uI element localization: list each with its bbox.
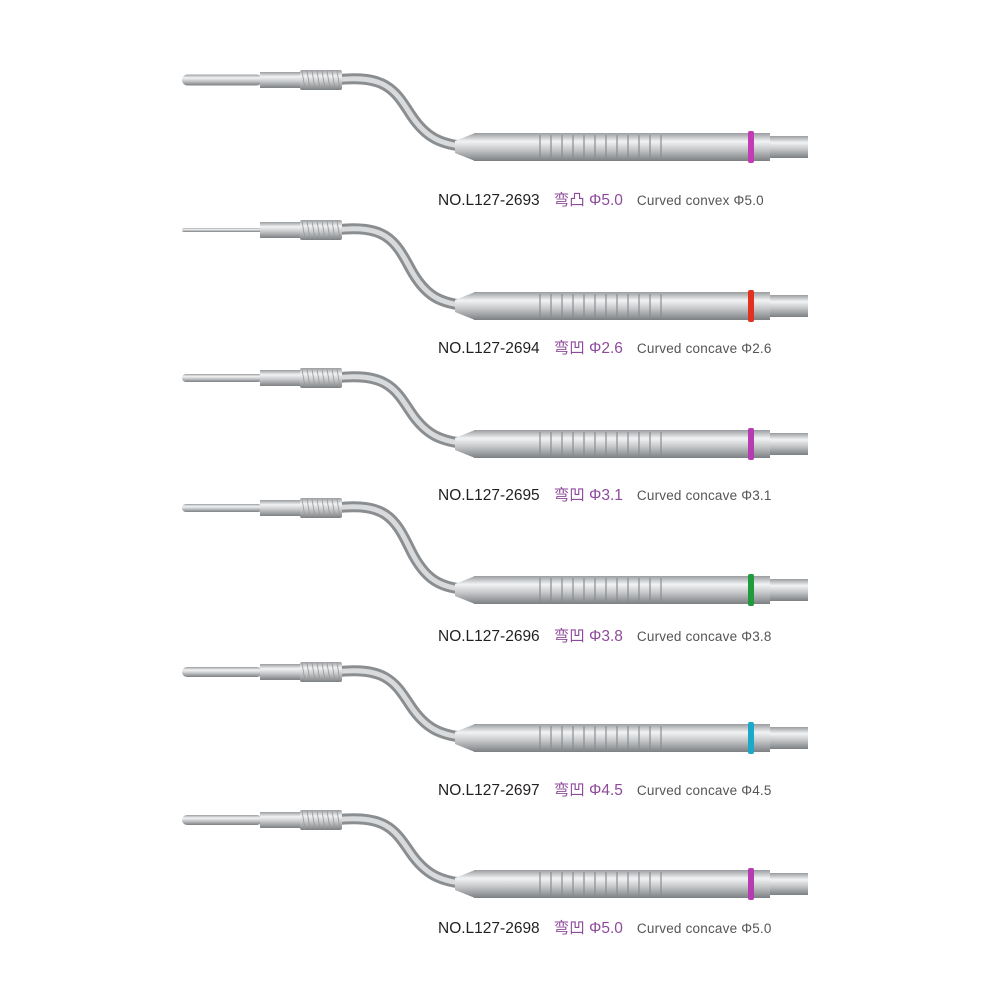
instrument-label: NO.L127-2694 弯凹 Φ2.6 Curved concave Φ2.6 [438, 336, 772, 358]
instrument-item: NO.L127-2694 弯凹 Φ2.6 Curved concave Φ2.6 [0, 210, 1000, 360]
product-code: NO.L127-2696 [438, 628, 540, 645]
color-ring [748, 131, 754, 163]
product-code: NO.L127-2695 [438, 487, 540, 504]
color-ring [748, 868, 754, 900]
instrument-illustration [182, 810, 808, 900]
color-ring [748, 574, 754, 606]
instrument-item: NO.L127-2697 弯凹 Φ4.5 Curved concave Φ4.5 [0, 650, 1000, 800]
chinese-description: 弯凹 Φ5.0 [553, 920, 623, 937]
instrument-illustration [182, 662, 808, 754]
product-code: NO.L127-2693 [438, 192, 540, 209]
instrument-item: NO.L127-2696 弯凹 Φ3.8 Curved concave Φ3.8 [0, 490, 1000, 645]
color-ring [748, 290, 754, 322]
color-ring [748, 428, 754, 460]
chinese-description: 弯凹 Φ3.8 [553, 628, 623, 645]
instrument-label: NO.L127-2697 弯凹 Φ4.5 Curved concave Φ4.5 [438, 778, 772, 800]
color-ring [748, 722, 754, 754]
instrument-item: NO.L127-2698 弯凹 Φ5.0 Curved concave Φ5.0 [0, 795, 1000, 945]
instrument-illustration [182, 70, 808, 163]
instrument-illustration [182, 220, 808, 322]
instrument-label: NO.L127-2693 弯凸 Φ5.0 Curved convex Φ5.0 [438, 188, 764, 210]
instrument-illustration [182, 368, 808, 460]
english-description: Curved concave Φ2.6 [636, 341, 772, 356]
chinese-description: 弯凹 Φ4.5 [553, 782, 623, 799]
instrument-item: NO.L127-2693 弯凸 Φ5.0 Curved convex Φ5.0 [0, 60, 1000, 210]
english-description: Curved concave Φ3.8 [636, 629, 772, 644]
product-code: NO.L127-2694 [438, 340, 540, 357]
instrument-item: NO.L127-2695 弯凹 Φ3.1 Curved concave Φ3.1 [0, 355, 1000, 505]
chinese-description: 弯凹 Φ3.1 [553, 487, 623, 504]
instrument-illustration [182, 498, 808, 606]
instrument-label: NO.L127-2695 弯凹 Φ3.1 Curved concave Φ3.1 [438, 483, 772, 505]
english-description: Curved concave Φ5.0 [636, 921, 772, 936]
product-code: NO.L127-2697 [438, 782, 540, 799]
instrument-label: NO.L127-2696 弯凹 Φ3.8 Curved concave Φ3.8 [438, 624, 772, 646]
english-description: Curved convex Φ5.0 [636, 193, 764, 208]
chinese-description: 弯凹 Φ2.6 [553, 340, 623, 357]
english-description: Curved concave Φ4.5 [636, 783, 772, 798]
english-description: Curved concave Φ3.1 [636, 488, 772, 503]
instrument-label: NO.L127-2698 弯凹 Φ5.0 Curved concave Φ5.0 [438, 916, 772, 938]
product-code: NO.L127-2698 [438, 920, 540, 937]
chinese-description: 弯凸 Φ5.0 [553, 192, 623, 209]
